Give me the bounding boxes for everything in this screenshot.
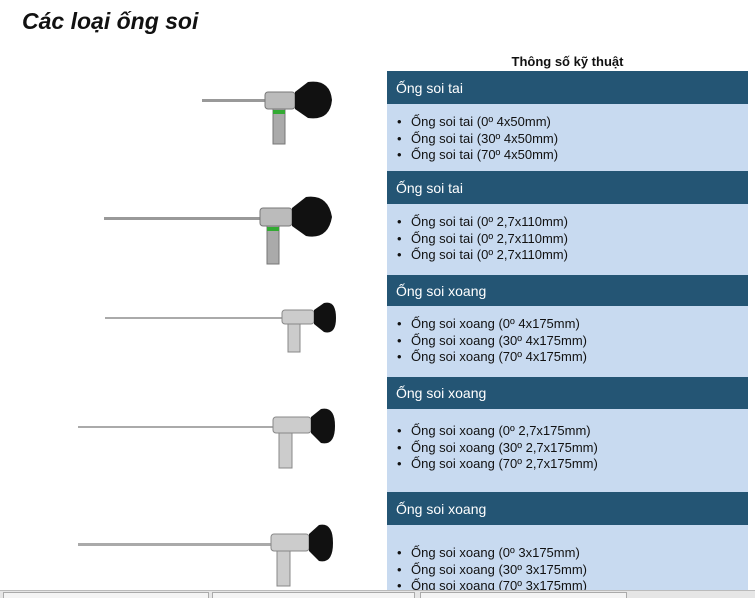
spec-section-header: Ống soi tai [387,171,748,204]
spec-section-header: Ống soi xoang [387,377,748,409]
spec-list: Ống soi xoang (0º 4x175mm)Ống soi xoang … [397,316,748,366]
spec-section-body: Ống soi tai (0º 4x50mm)Ống soi tai (30º … [387,104,748,171]
spec-list: Ống soi tai (0º 2,7x110mm)Ống soi tai (0… [397,214,748,264]
bottom-tab-3[interactable] [420,592,627,598]
spec-list-item: Ống soi tai (0º 2,7x110mm) [397,247,748,264]
spec-list-item: Ống soi xoang (30º 3x175mm) [397,562,748,579]
spec-list-item: Ống soi tai (0º 2,7x110mm) [397,214,748,231]
spec-section-header: Ống soi xoang [387,492,748,525]
spec-section-body: Ống soi tai (0º 2,7x110mm)Ống soi tai (0… [387,204,748,275]
otoscope-image-1 [202,81,332,145]
spec-list-item: Ống soi tai (0º 2,7x110mm) [397,231,748,248]
spec-list-item: Ống soi tai (70º 4x50mm) [397,147,748,164]
spec-section-header: Ống soi tai [387,71,748,104]
spec-list-item: Ống soi xoang (0º 3x175mm) [397,545,748,562]
spec-list: Ống soi tai (0º 4x50mm)Ống soi tai (30º … [397,114,748,164]
sinuscope-image-3 [78,524,333,587]
spec-section: Ống soi xoangỐng soi xoang (0º 3x175mm)Ố… [387,492,748,593]
spec-list-item: Ống soi tai (0º 4x50mm) [397,114,748,131]
spec-section: Ống soi taiỐng soi tai (0º 4x50mm)Ống so… [387,71,748,171]
spec-list-item: Ống soi xoang (70º 2,7x175mm) [397,456,748,473]
spec-section-body: Ống soi xoang (0º 4x175mm)Ống soi xoang … [387,306,748,377]
spec-list-item: Ống soi xoang (30º 4x175mm) [397,333,748,350]
bottom-tab-2[interactable] [212,592,415,598]
page-title: Các loại ống soi [22,8,199,34]
spec-section-body: Ống soi xoang (0º 3x175mm)Ống soi xoang … [387,525,748,593]
spec-heading: Thông số kỹ thuật [511,54,624,69]
spec-section: Ống soi xoangỐng soi xoang (0º 4x175mm)Ố… [387,275,748,377]
sinuscope-image-2 [78,408,335,469]
sinuscope-image-1 [105,302,336,353]
spec-section-header: Ống soi xoang [387,275,748,306]
spec-list-item: Ống soi xoang (30º 2,7x175mm) [397,440,748,457]
spec-list-item: Ống soi xoang (70º 4x175mm) [397,349,748,366]
spec-section: Ống soi taiỐng soi tai (0º 2,7x110mm)Ống… [387,171,748,275]
spec-list-item: Ống soi xoang (70º 3x175mm) [397,578,748,595]
otoscope-image-2 [104,196,332,265]
spec-list: Ống soi xoang (0º 3x175mm)Ống soi xoang … [397,545,748,595]
spec-list-item: Ống soi xoang (0º 2,7x175mm) [397,423,748,440]
spec-list: Ống soi xoang (0º 2,7x175mm)Ống soi xoan… [397,423,748,473]
spec-list-item: Ống soi tai (30º 4x50mm) [397,131,748,148]
spec-list-item: Ống soi xoang (0º 4x175mm) [397,316,748,333]
bottom-tab-1[interactable] [3,592,209,598]
